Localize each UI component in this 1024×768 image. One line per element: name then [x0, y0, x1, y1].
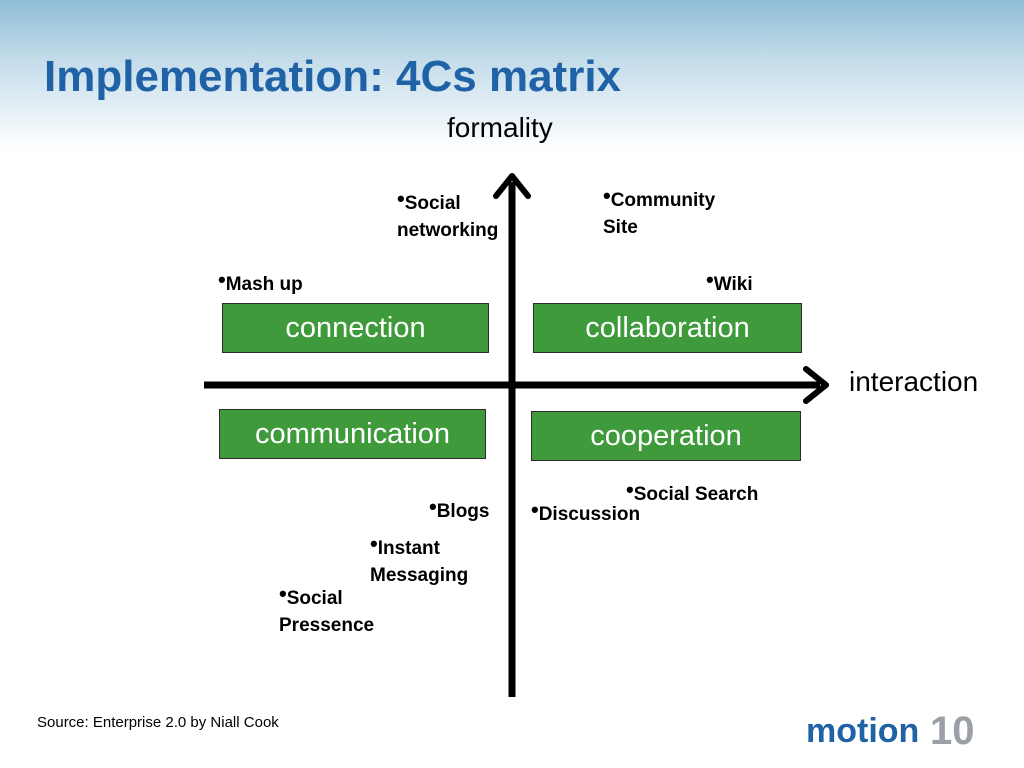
tool-instant-messaging: •Instant Messaging [370, 531, 469, 587]
tool-social-presence: •Social Pressence [279, 581, 375, 637]
tool-wiki: •Wiki [706, 267, 753, 296]
bullet-icon: • [279, 581, 287, 606]
quadrant-collaboration: collaboration [533, 303, 802, 353]
bullet-icon: • [603, 183, 611, 208]
bullet-icon: • [429, 494, 437, 519]
tool-social-networking: •Social networking [397, 186, 499, 242]
tool-social-search: •Social Search [626, 477, 759, 506]
motion10-logo: motion 10 [806, 709, 975, 753]
slide-title: Implementation: 4Cs matrix [44, 52, 622, 101]
bullet-icon: • [706, 267, 714, 292]
tool-discussion: •Discussion [531, 497, 641, 526]
quadrant-cooperation: cooperation [531, 411, 801, 461]
bullet-icon: • [397, 186, 405, 211]
bullet-icon: • [370, 531, 378, 556]
tool-community-site: •Community Site [603, 183, 716, 239]
logo-number: 10 [930, 709, 975, 753]
bullet-icon: • [218, 267, 226, 292]
horizontal-axis-label: interaction [849, 366, 979, 397]
tool-mash-up: •Mash up [218, 267, 303, 296]
bullet-icon: • [531, 497, 539, 522]
vertical-axis-arrowhead [493, 173, 531, 199]
source-citation: Source: Enterprise 2.0 by Niall Cook [37, 714, 279, 731]
bullet-icon: • [626, 477, 634, 502]
quadrant-communication: communication [219, 409, 486, 459]
tool-blogs: •Blogs [429, 494, 490, 523]
quadrant-connection: connection [222, 303, 489, 353]
vertical-axis-label: formality [447, 112, 553, 143]
horizontal-axis-arrowhead [803, 366, 829, 404]
logo-word: motion [806, 712, 919, 750]
header-gradient [0, 0, 1024, 150]
